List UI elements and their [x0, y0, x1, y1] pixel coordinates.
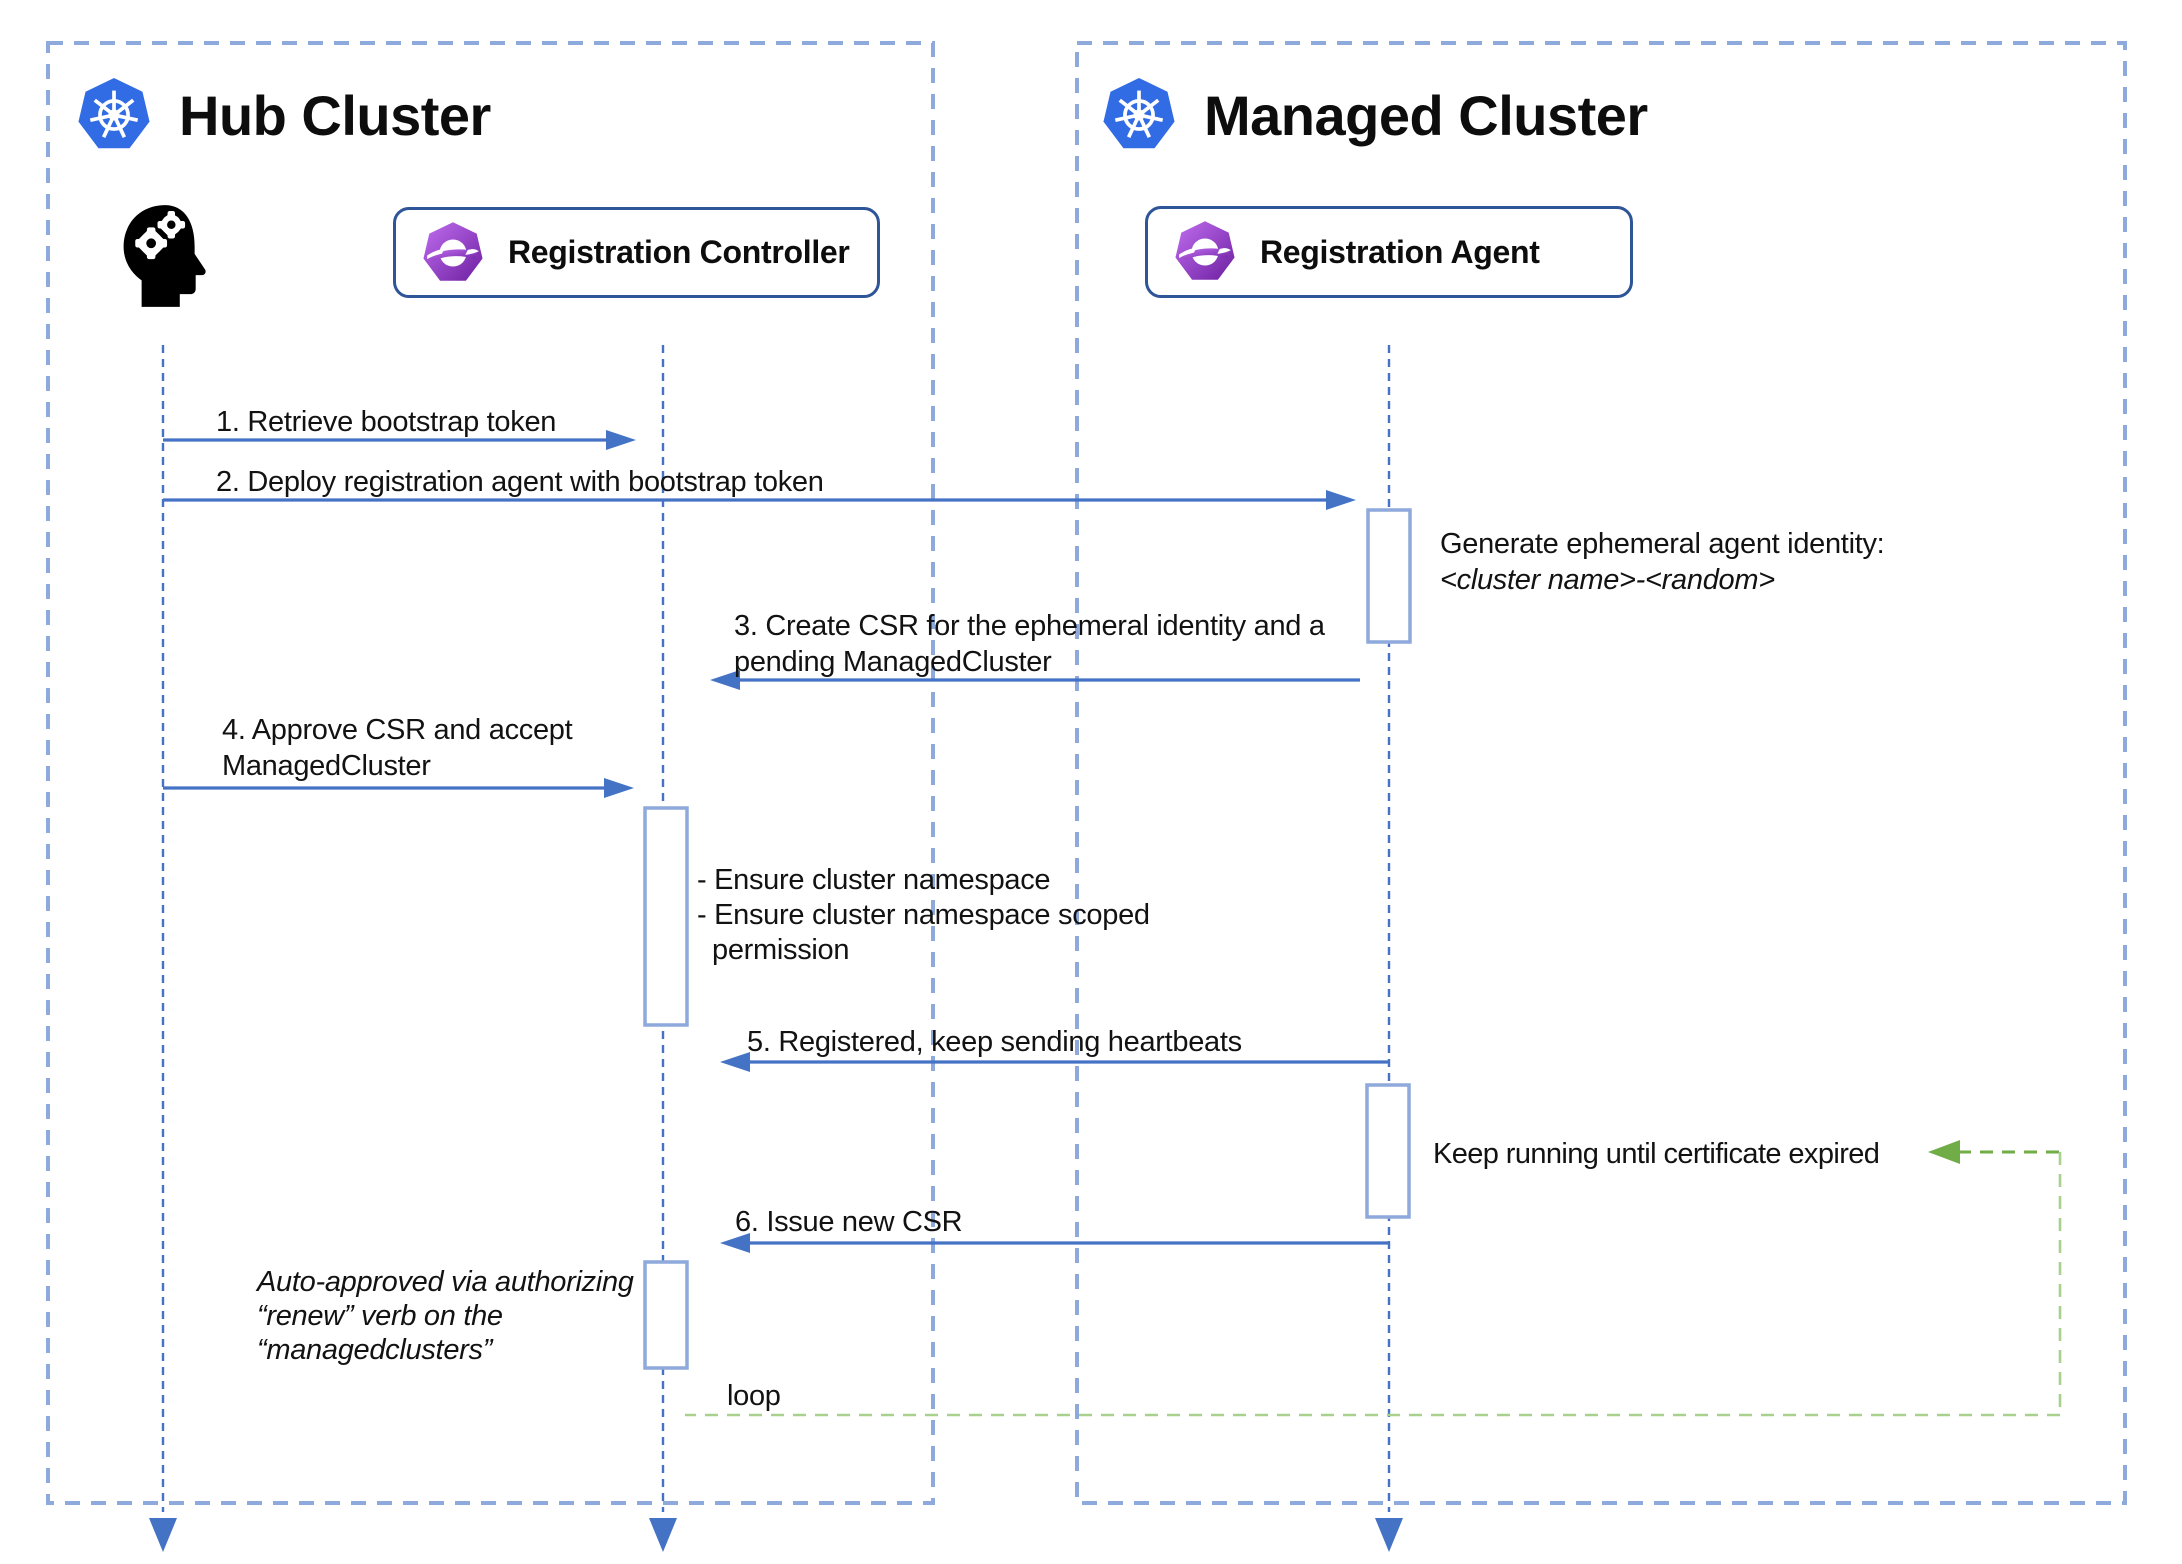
message-4-label-line2: ManagedCluster [222, 750, 431, 782]
agent-activation-2 [1365, 1083, 1411, 1219]
controller-activation-1 [643, 806, 689, 1027]
arrow-6-head [720, 1233, 750, 1253]
hub-cluster-header: Hub Cluster [77, 76, 491, 154]
auto-approved-note-line1: Auto-approved via authorizing [257, 1266, 634, 1298]
controller-activation-2 [643, 1260, 689, 1370]
arrow-5-head [720, 1052, 750, 1072]
auto-approved-note-line3: “managedclusters” [257, 1334, 493, 1366]
managed-cluster-frame [1075, 41, 2127, 1505]
message-arrowheads [604, 430, 1356, 1253]
hub-cluster-title: Hub Cluster [179, 83, 491, 147]
message-3-label-line1: 3. Create CSR for the ephemeral identity… [734, 610, 1325, 642]
ocm-registration-icon [423, 221, 483, 281]
loop-label: loop [727, 1380, 781, 1412]
registration-agent-label: Registration Agent [1260, 233, 1540, 270]
message-5-label: 5. Registered, keep sending heartbeats [747, 1026, 1242, 1058]
arrow-1-head [606, 430, 636, 450]
agent-activation-1 [1366, 508, 1412, 644]
message-4-label-line1: 4. Approve CSR and accept [222, 714, 573, 746]
message-2-label: 2. Deploy registration agent with bootst… [216, 466, 824, 498]
registration-controller-label: Registration Controller [508, 234, 850, 270]
gear-large [135, 227, 168, 260]
ensure-note-line3: permission [712, 934, 850, 966]
ocm-registration-icon [1175, 221, 1235, 280]
arrow-4-head [604, 778, 634, 798]
controller-lifeline-arrowhead [649, 1518, 677, 1552]
message-6-label: 6. Issue new CSR [735, 1206, 963, 1238]
auto-approved-note-line2: “renew” verb on the [257, 1300, 503, 1332]
kubernetes-icon [78, 78, 150, 149]
arrow-3-head [710, 670, 740, 690]
arrow-2-head [1326, 490, 1356, 510]
registration-agent-box: Registration Agent [1145, 206, 1633, 298]
managed-cluster-header: Managed Cluster [1102, 76, 1648, 154]
agent-lifeline-arrowhead [1375, 1518, 1403, 1552]
loop-arrowhead [1928, 1140, 1960, 1164]
message-3-label-line2: pending ManagedCluster [734, 646, 1052, 678]
identity-note-title: Generate ephemeral agent identity: [1440, 528, 1885, 560]
hub-cluster-frame [46, 41, 935, 1505]
keep-running-note: Keep running until certificate expired [1433, 1138, 1880, 1170]
human-head-gears-icon [123, 205, 206, 307]
identity-note-value: <cluster name>-<random> [1440, 564, 1775, 596]
ensure-note-line2: - Ensure cluster namespace scoped [697, 899, 1150, 931]
managed-cluster-title: Managed Cluster [1204, 83, 1648, 147]
message-1-label: 1. Retrieve bootstrap token [216, 406, 557, 438]
kubernetes-icon [1103, 78, 1175, 149]
gear-small [157, 210, 186, 239]
ensure-note-line1: - Ensure cluster namespace [697, 864, 1051, 896]
human-lifeline-arrowhead [149, 1518, 177, 1552]
registration-controller-box: Registration Controller [393, 207, 880, 298]
message-arrows [163, 438, 1389, 1245]
